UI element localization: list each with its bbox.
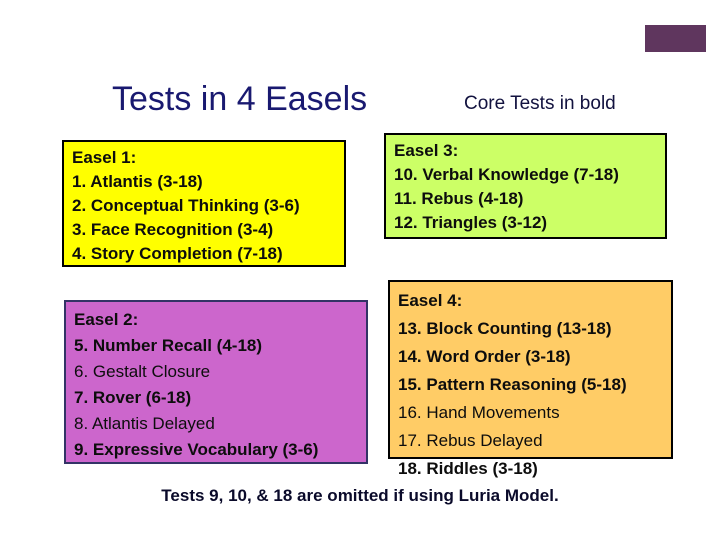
easel-1-header: Easel 1: [72, 148, 137, 167]
test-item: 2. Conceptual Thinking (3-6) [72, 196, 300, 215]
test-item: 3. Face Recognition (3-4) [72, 220, 274, 239]
easel-3-box: Easel 3: 10. Verbal Knowledge (7-18) 11. … [384, 133, 667, 239]
test-item: 4. Story Completion (7-18) [72, 244, 283, 263]
test-item: 7. Rover (6-18) [74, 388, 192, 407]
easel-1-test-list: 1. Atlantis (3-18) 2. Conceptual Thinking… [72, 170, 336, 266]
subtitle-core-tests-note: Core Tests in bold [464, 93, 616, 114]
test-item: 6. Gestalt Closure [74, 362, 211, 381]
page-title: Tests in 4 Easels [112, 80, 368, 118]
easel-3-header: Easel 3: [394, 141, 459, 160]
test-item: 15. Pattern Reasoning (5-18) [398, 375, 627, 394]
test-item: 14. Word Order (3-18) [398, 347, 571, 366]
test-item: 10. Verbal Knowledge (7-18) [394, 165, 619, 184]
test-item: 16. Hand Movements [398, 403, 560, 422]
footer-note: Tests 9, 10, & 18 are omitted if using L… [161, 486, 559, 505]
easel-1-box: Easel 1: 1. Atlantis (3-18) 2. Conceptual… [62, 140, 346, 267]
test-item: 18. Riddles (3-18) [398, 459, 538, 478]
easel-4-test-list: 13. Block Counting (13-18) 14. Word Order… [398, 315, 663, 483]
test-item: 12. Triangles (3-12) [394, 213, 548, 232]
test-item: 1. Atlantis (3-18) [72, 172, 203, 191]
test-item: 17. Rebus Delayed [398, 431, 543, 450]
easel-4-box: Easel 4: 13. Block Counting (13-18) 14. W… [388, 280, 673, 478]
accent-bar [645, 25, 706, 52]
easel-2-header: Easel 2: [74, 310, 139, 329]
easel-2-box: Easel 2: 5. Number Recall (4-18) 6. Gesta… [64, 300, 368, 464]
easel-2-test-list: 5. Number Recall (4-18) 6. Gestalt Closur… [74, 333, 358, 463]
test-item: 9. Expressive Vocabulary (3-6) [74, 440, 319, 459]
test-item: 11. Rebus (4-18) [394, 189, 524, 208]
test-item: 5. Number Recall (4-18) [74, 336, 263, 355]
test-item: 13. Block Counting (13-18) [398, 319, 612, 338]
easel-3-test-list: 10. Verbal Knowledge (7-18) 11. Rebus (4-… [394, 163, 657, 235]
test-item: 8. Atlantis Delayed [74, 414, 215, 433]
easel-4-header: Easel 4: [398, 291, 463, 310]
